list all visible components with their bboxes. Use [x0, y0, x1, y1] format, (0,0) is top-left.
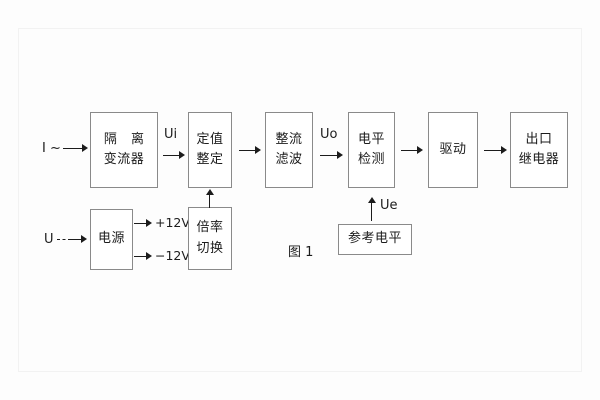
- block-multiplier-switch[interactable]: 倍率 切换: [188, 207, 232, 270]
- connector-isolation-to-setting: [163, 155, 180, 156]
- arrowhead-multiplier-to-setting: [206, 189, 214, 195]
- arrowhead-current-to-isolation: [82, 144, 88, 152]
- connector-rectify-to-level: [320, 155, 338, 156]
- rail-label-negative: −12V: [155, 248, 190, 263]
- block-level-detection[interactable]: 电平 检测: [348, 112, 395, 188]
- rail-label-positive: +12V: [155, 215, 190, 230]
- block-isolation-transformer-line2: 变流器: [103, 152, 145, 167]
- block-rectify-filter[interactable]: 整流 滤波: [265, 112, 313, 188]
- block-level-detection-line2: 检测: [357, 152, 385, 167]
- block-setting-value-line1: 定值: [196, 131, 224, 147]
- arrowhead-reference-to-level: [368, 197, 376, 203]
- block-setting-value[interactable]: 定值 整定: [188, 112, 232, 188]
- connector-reference-to-level: [371, 203, 372, 221]
- block-setting-value-line2: 整定: [196, 152, 224, 167]
- block-power-supply[interactable]: 电源: [90, 209, 133, 270]
- block-output-relay-line2: 继电器: [518, 152, 560, 167]
- connector-level-to-drive: [401, 150, 418, 151]
- arrowhead-drive-to-relay: [501, 146, 507, 154]
- block-drive[interactable]: 驱动: [428, 112, 478, 188]
- arrowhead-rail-negative: [146, 252, 152, 260]
- connector-rail-positive: [134, 223, 148, 224]
- diagram-frame: [18, 28, 582, 372]
- input-label-current: I ~: [42, 141, 61, 156]
- signal-label-uo: Uo: [320, 127, 338, 142]
- arrowhead-setting-to-rectify: [255, 146, 261, 154]
- connector-rail-negative: [134, 256, 148, 257]
- block-reference-level[interactable]: 参考电平: [338, 224, 412, 255]
- connector-multiplier-to-setting: [209, 195, 210, 208]
- signal-label-ui: Ui: [164, 127, 178, 142]
- block-isolation-transformer[interactable]: 隔 离 变流器: [90, 112, 158, 188]
- arrowhead-isolation-to-setting: [179, 151, 185, 159]
- signal-label-ue: Ue: [380, 198, 398, 213]
- figure-caption: 图 1: [288, 245, 314, 260]
- arrowhead-level-to-drive: [417, 146, 423, 154]
- block-isolation-transformer-line1: 隔 离: [103, 131, 150, 147]
- arrowhead-rail-positive: [146, 219, 152, 227]
- block-drive-line1: 驱动: [439, 141, 467, 157]
- connector-setting-to-rectify: [239, 150, 256, 151]
- block-reference-level-line1: 参考电平: [347, 231, 402, 247]
- block-output-relay-line1: 出口: [525, 131, 553, 147]
- connector-current-to-isolation: [63, 148, 83, 149]
- block-rectify-filter-line2: 滤波: [275, 152, 303, 167]
- block-multiplier-switch-line1: 倍率: [196, 220, 224, 236]
- connector-voltage-to-power: [70, 239, 82, 240]
- input-label-voltage: U: [44, 232, 54, 247]
- block-level-detection-line1: 电平: [357, 131, 385, 147]
- block-rectify-filter-line1: 整流: [275, 131, 303, 147]
- connector-voltage-dash: [57, 239, 71, 240]
- block-multiplier-switch-line2: 切换: [196, 240, 224, 256]
- connector-drive-to-relay: [484, 150, 502, 151]
- block-power-supply-line1: 电源: [97, 231, 125, 247]
- block-output-relay[interactable]: 出口 继电器: [510, 112, 568, 188]
- arrowhead-rectify-to-level: [337, 151, 343, 159]
- arrowhead-voltage-to-power: [81, 235, 87, 243]
